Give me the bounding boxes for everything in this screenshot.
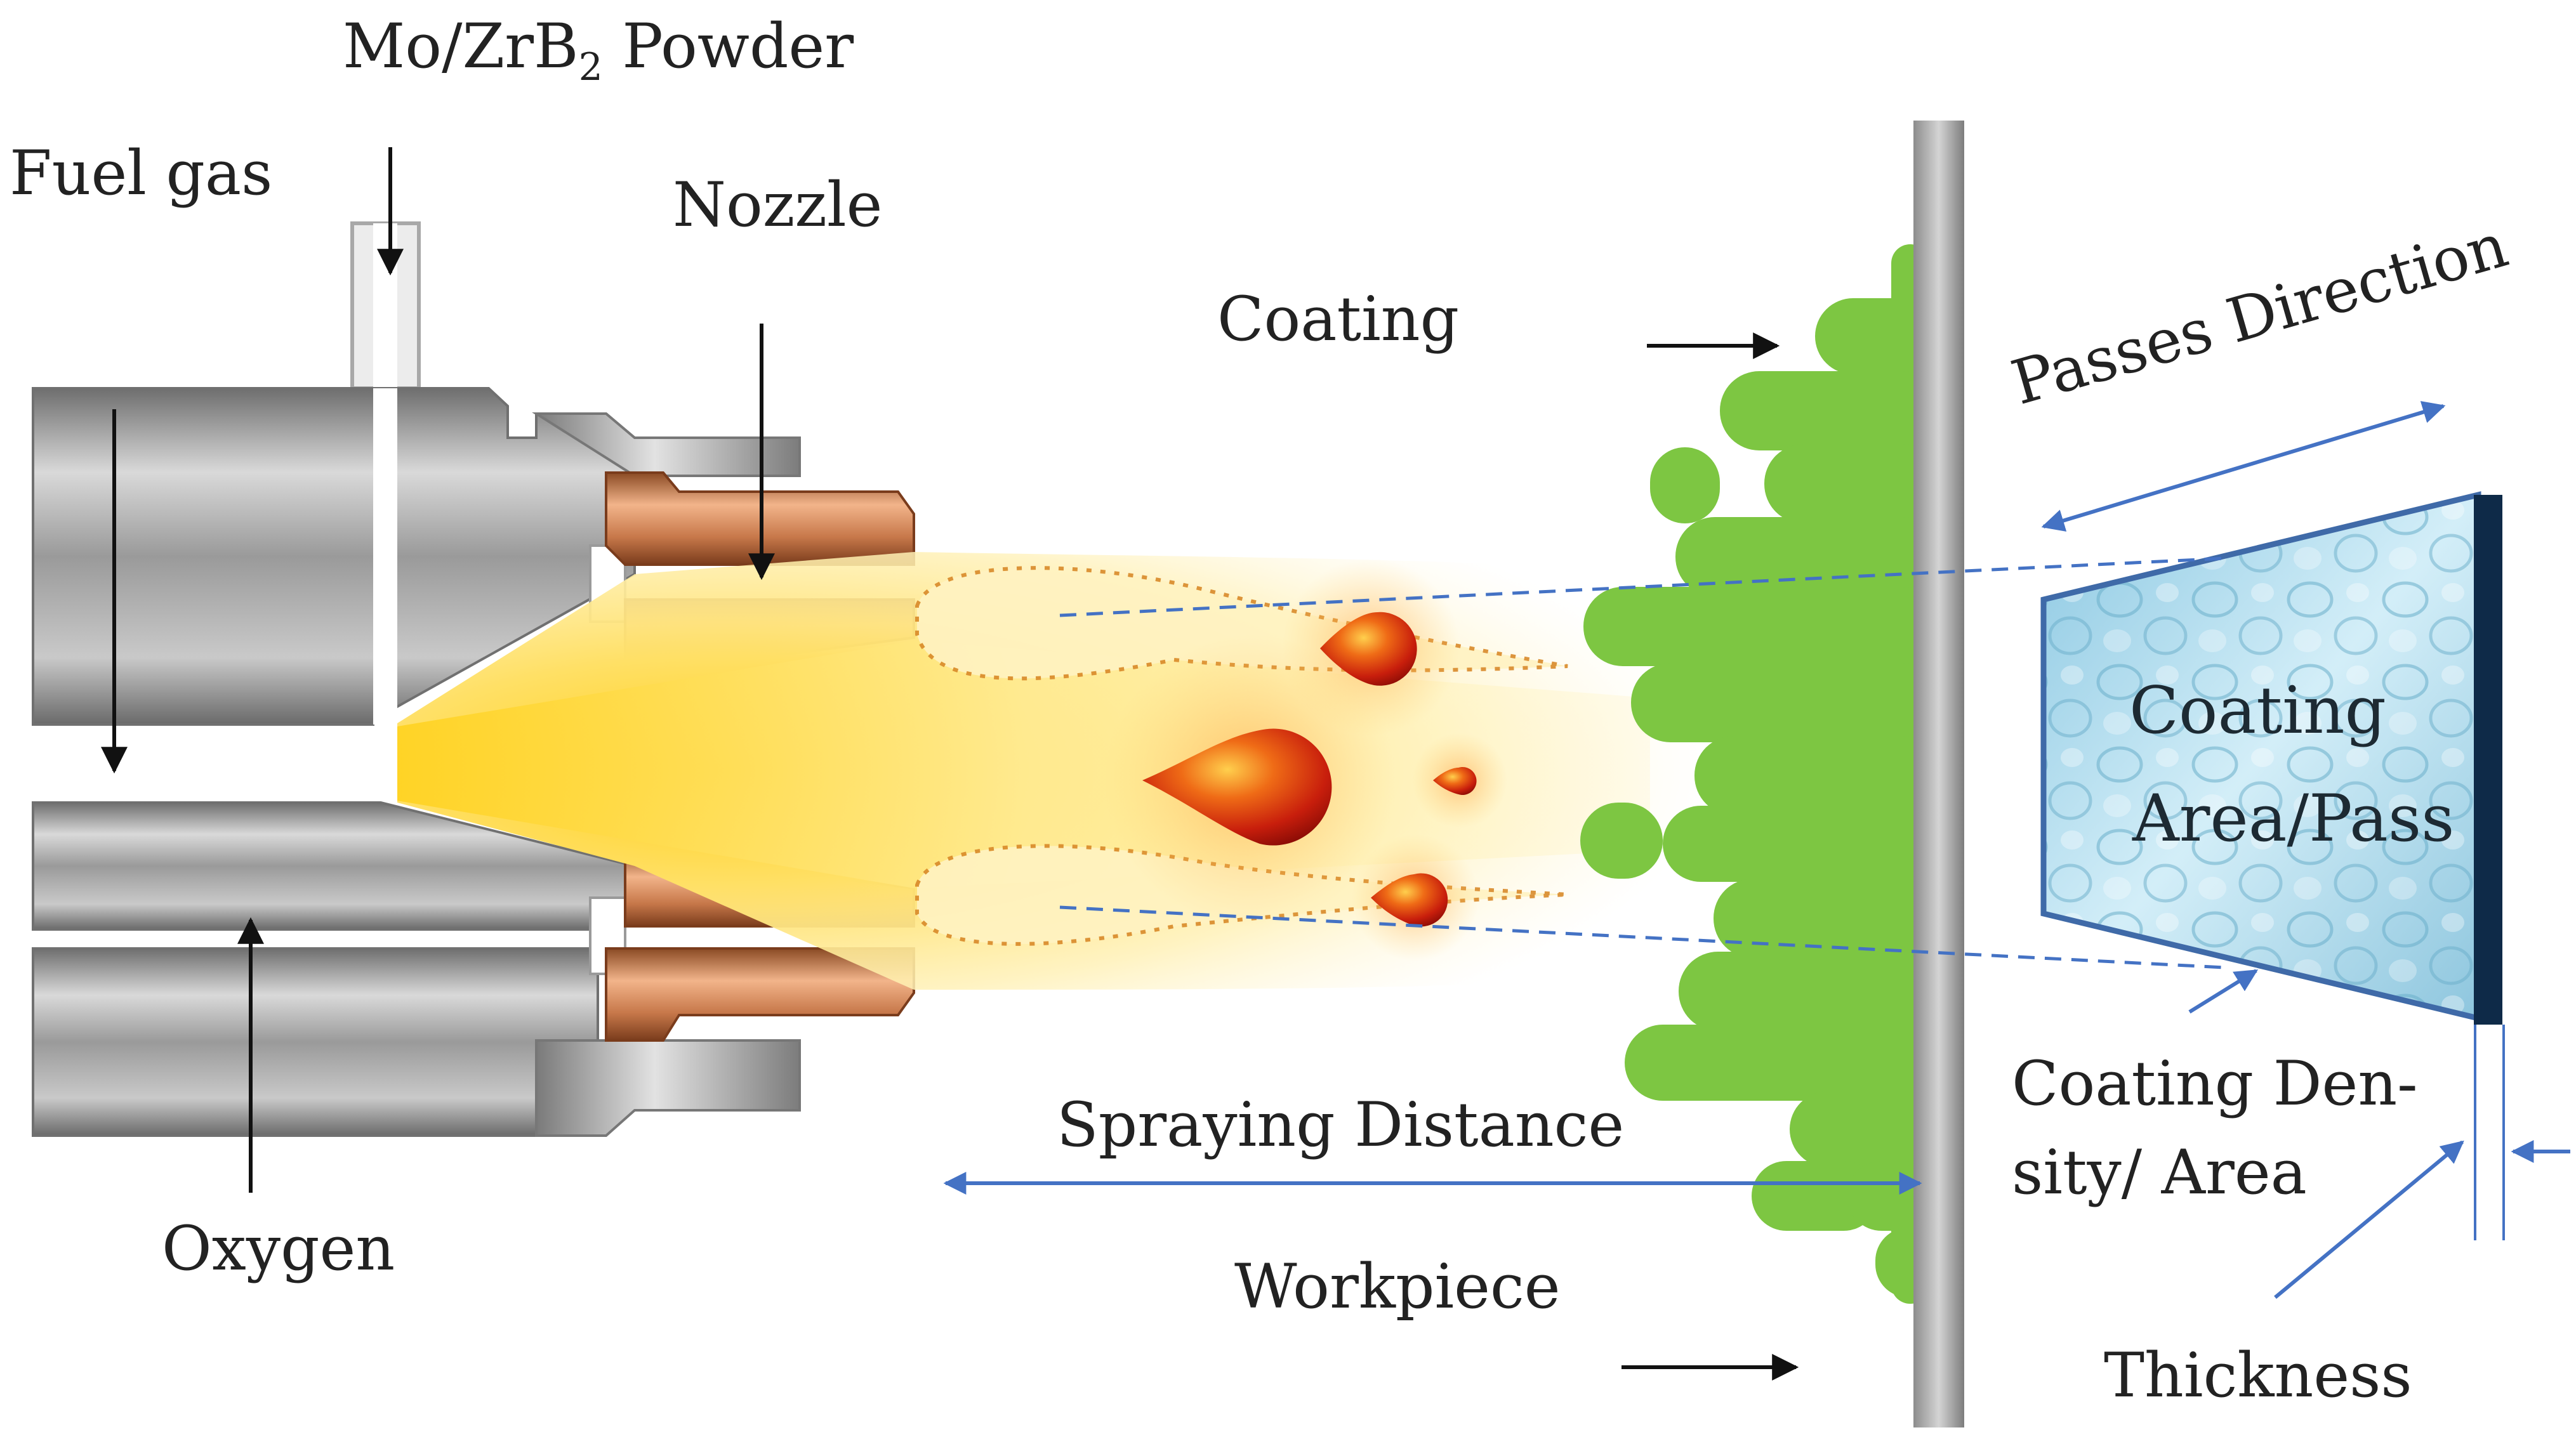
fuel-gas-label: Fuel gas bbox=[10, 138, 273, 209]
oxygen-label: Oxygen bbox=[162, 1213, 395, 1284]
coating-density-label-line1: Coating Den- bbox=[2012, 1048, 2418, 1119]
coating-density-arrow bbox=[2188, 969, 2259, 1014]
nozzle-label: Nozzle bbox=[673, 169, 883, 240]
passes-direction-arrow bbox=[2041, 401, 2446, 532]
coating-area-label-line1: Coating bbox=[2129, 673, 2386, 749]
workpiece-wall bbox=[1913, 121, 1964, 1427]
droplet-large bbox=[1142, 728, 1332, 846]
coating-layer bbox=[1580, 244, 1942, 1304]
droplet-small bbox=[1433, 767, 1477, 795]
spray-gun bbox=[32, 221, 801, 1137]
thickness-label: Thickness bbox=[2104, 1340, 2412, 1411]
coating-density-label-line2: sity/ Area bbox=[2012, 1137, 2307, 1208]
black-arrows bbox=[101, 147, 1799, 1381]
coating-thickness-edge bbox=[2474, 495, 2502, 1025]
workpiece-label: Workpiece bbox=[1234, 1251, 1561, 1322]
spraying-distance-label: Spraying Distance bbox=[1057, 1089, 1625, 1160]
blue-arrows bbox=[943, 401, 2570, 1299]
coating-label: Coating bbox=[1217, 284, 1460, 355]
gun-base-block bbox=[32, 947, 599, 1137]
droplet-lower bbox=[1371, 873, 1448, 927]
coating-panel bbox=[2040, 491, 2502, 1025]
thickness-arrow bbox=[2274, 1140, 2464, 1299]
projection-lines bbox=[1059, 556, 2225, 969]
coating-area-label-line2: Area/Pass bbox=[2132, 781, 2455, 856]
powder-label: Mo/ZrB2 Powder bbox=[343, 11, 854, 90]
droplet-upper bbox=[1320, 612, 1417, 686]
